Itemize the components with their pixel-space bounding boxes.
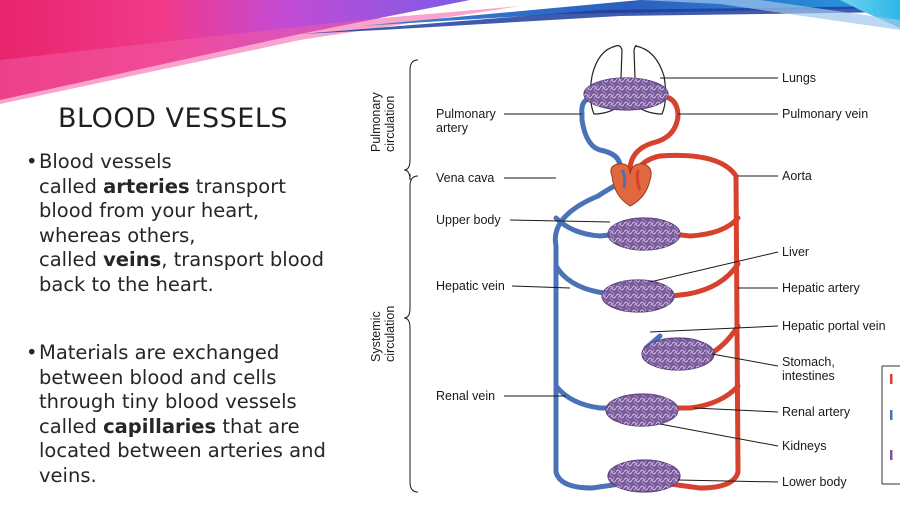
label-aorta: Aorta: [782, 169, 812, 183]
pulmonary-brace: [403, 59, 419, 181]
legend-swatch-vein: [890, 410, 893, 420]
banner-stripe-magenta: [0, 0, 470, 100]
label-renal-artery: Renal artery: [782, 405, 851, 419]
leader-hepatic-vein: [511, 285, 571, 289]
bullet-text: Materials are exchanged between blood an…: [39, 341, 297, 438]
banner-stripe-darkblue: [300, 6, 900, 34]
section-label-pulmonary: Pulmonarycirculation: [369, 92, 397, 152]
leader-kidneys: [659, 423, 779, 447]
bullet-text: transport blood from your heart, whereas…: [39, 174, 286, 247]
label-hepatic-artery: Hepatic artery: [782, 281, 861, 295]
veins: [552, 95, 663, 491]
leader-stomach: [711, 353, 779, 367]
leader-hepatic-portal-vein: [649, 325, 779, 333]
capillary-beds: [583, 77, 715, 493]
bullet-list: Blood vessels called arteries transport …: [24, 150, 334, 488]
slide-title: BLOOD VESSELS: [58, 103, 289, 134]
banner-stripe-pink: [0, 6, 520, 104]
legend-swatch-artery: [890, 374, 893, 384]
label-vena-cava: Vena cava: [436, 171, 494, 185]
header-banner: [0, 0, 900, 104]
label-hepatic-vein: Hepatic vein: [436, 279, 505, 293]
label-stomach-intestines: Stomach,intestines: [782, 355, 835, 383]
label-pulmonary-vein: Pulmonary vein: [782, 107, 868, 121]
bullet-text: that are located between arteries and ve…: [39, 414, 326, 487]
bullet-text: , transport blood back to the heart.: [39, 248, 324, 296]
label-lungs: Lungs: [782, 71, 816, 85]
bullet-text: called: [39, 248, 104, 271]
label-liver: Liver: [782, 245, 809, 259]
circulatory-system-diagram: Pulmonarycirculation Systemiccirculation: [369, 44, 900, 493]
leader-upper-body: [509, 219, 611, 223]
leader-liver: [649, 251, 779, 283]
label-hepatic-portal-vein: Hepatic portal vein: [782, 319, 886, 333]
bullet-text: called: [39, 174, 104, 198]
bullet-text: Blood vessels: [39, 150, 172, 173]
label-upper-body: Upper body: [436, 213, 501, 227]
heart: [610, 163, 652, 207]
legend-swatch-capillary: [890, 450, 893, 460]
label-kidneys: Kidneys: [782, 439, 826, 453]
bullet-capillaries: Materials are exchanged between blood an…: [24, 341, 334, 488]
arteries: [625, 93, 741, 491]
label-renal-vein: Renal vein: [436, 389, 495, 403]
bullet-arteries-veins: Blood vessels called arteries transport …: [24, 150, 334, 297]
label-lower-body: Lower body: [782, 475, 847, 489]
leader-lower-body: [677, 479, 779, 483]
term-veins: veins: [103, 248, 162, 271]
systemic-brace: [403, 175, 419, 493]
section-label-systemic: Systemiccirculation: [369, 306, 397, 362]
banner-stripe-lightblue: [640, 0, 900, 30]
leader-renal-artery: [693, 407, 779, 413]
legend-box-partial: [881, 365, 900, 485]
term-capillaries: capillaries: [103, 414, 217, 438]
term-arteries: arteries: [103, 174, 190, 198]
